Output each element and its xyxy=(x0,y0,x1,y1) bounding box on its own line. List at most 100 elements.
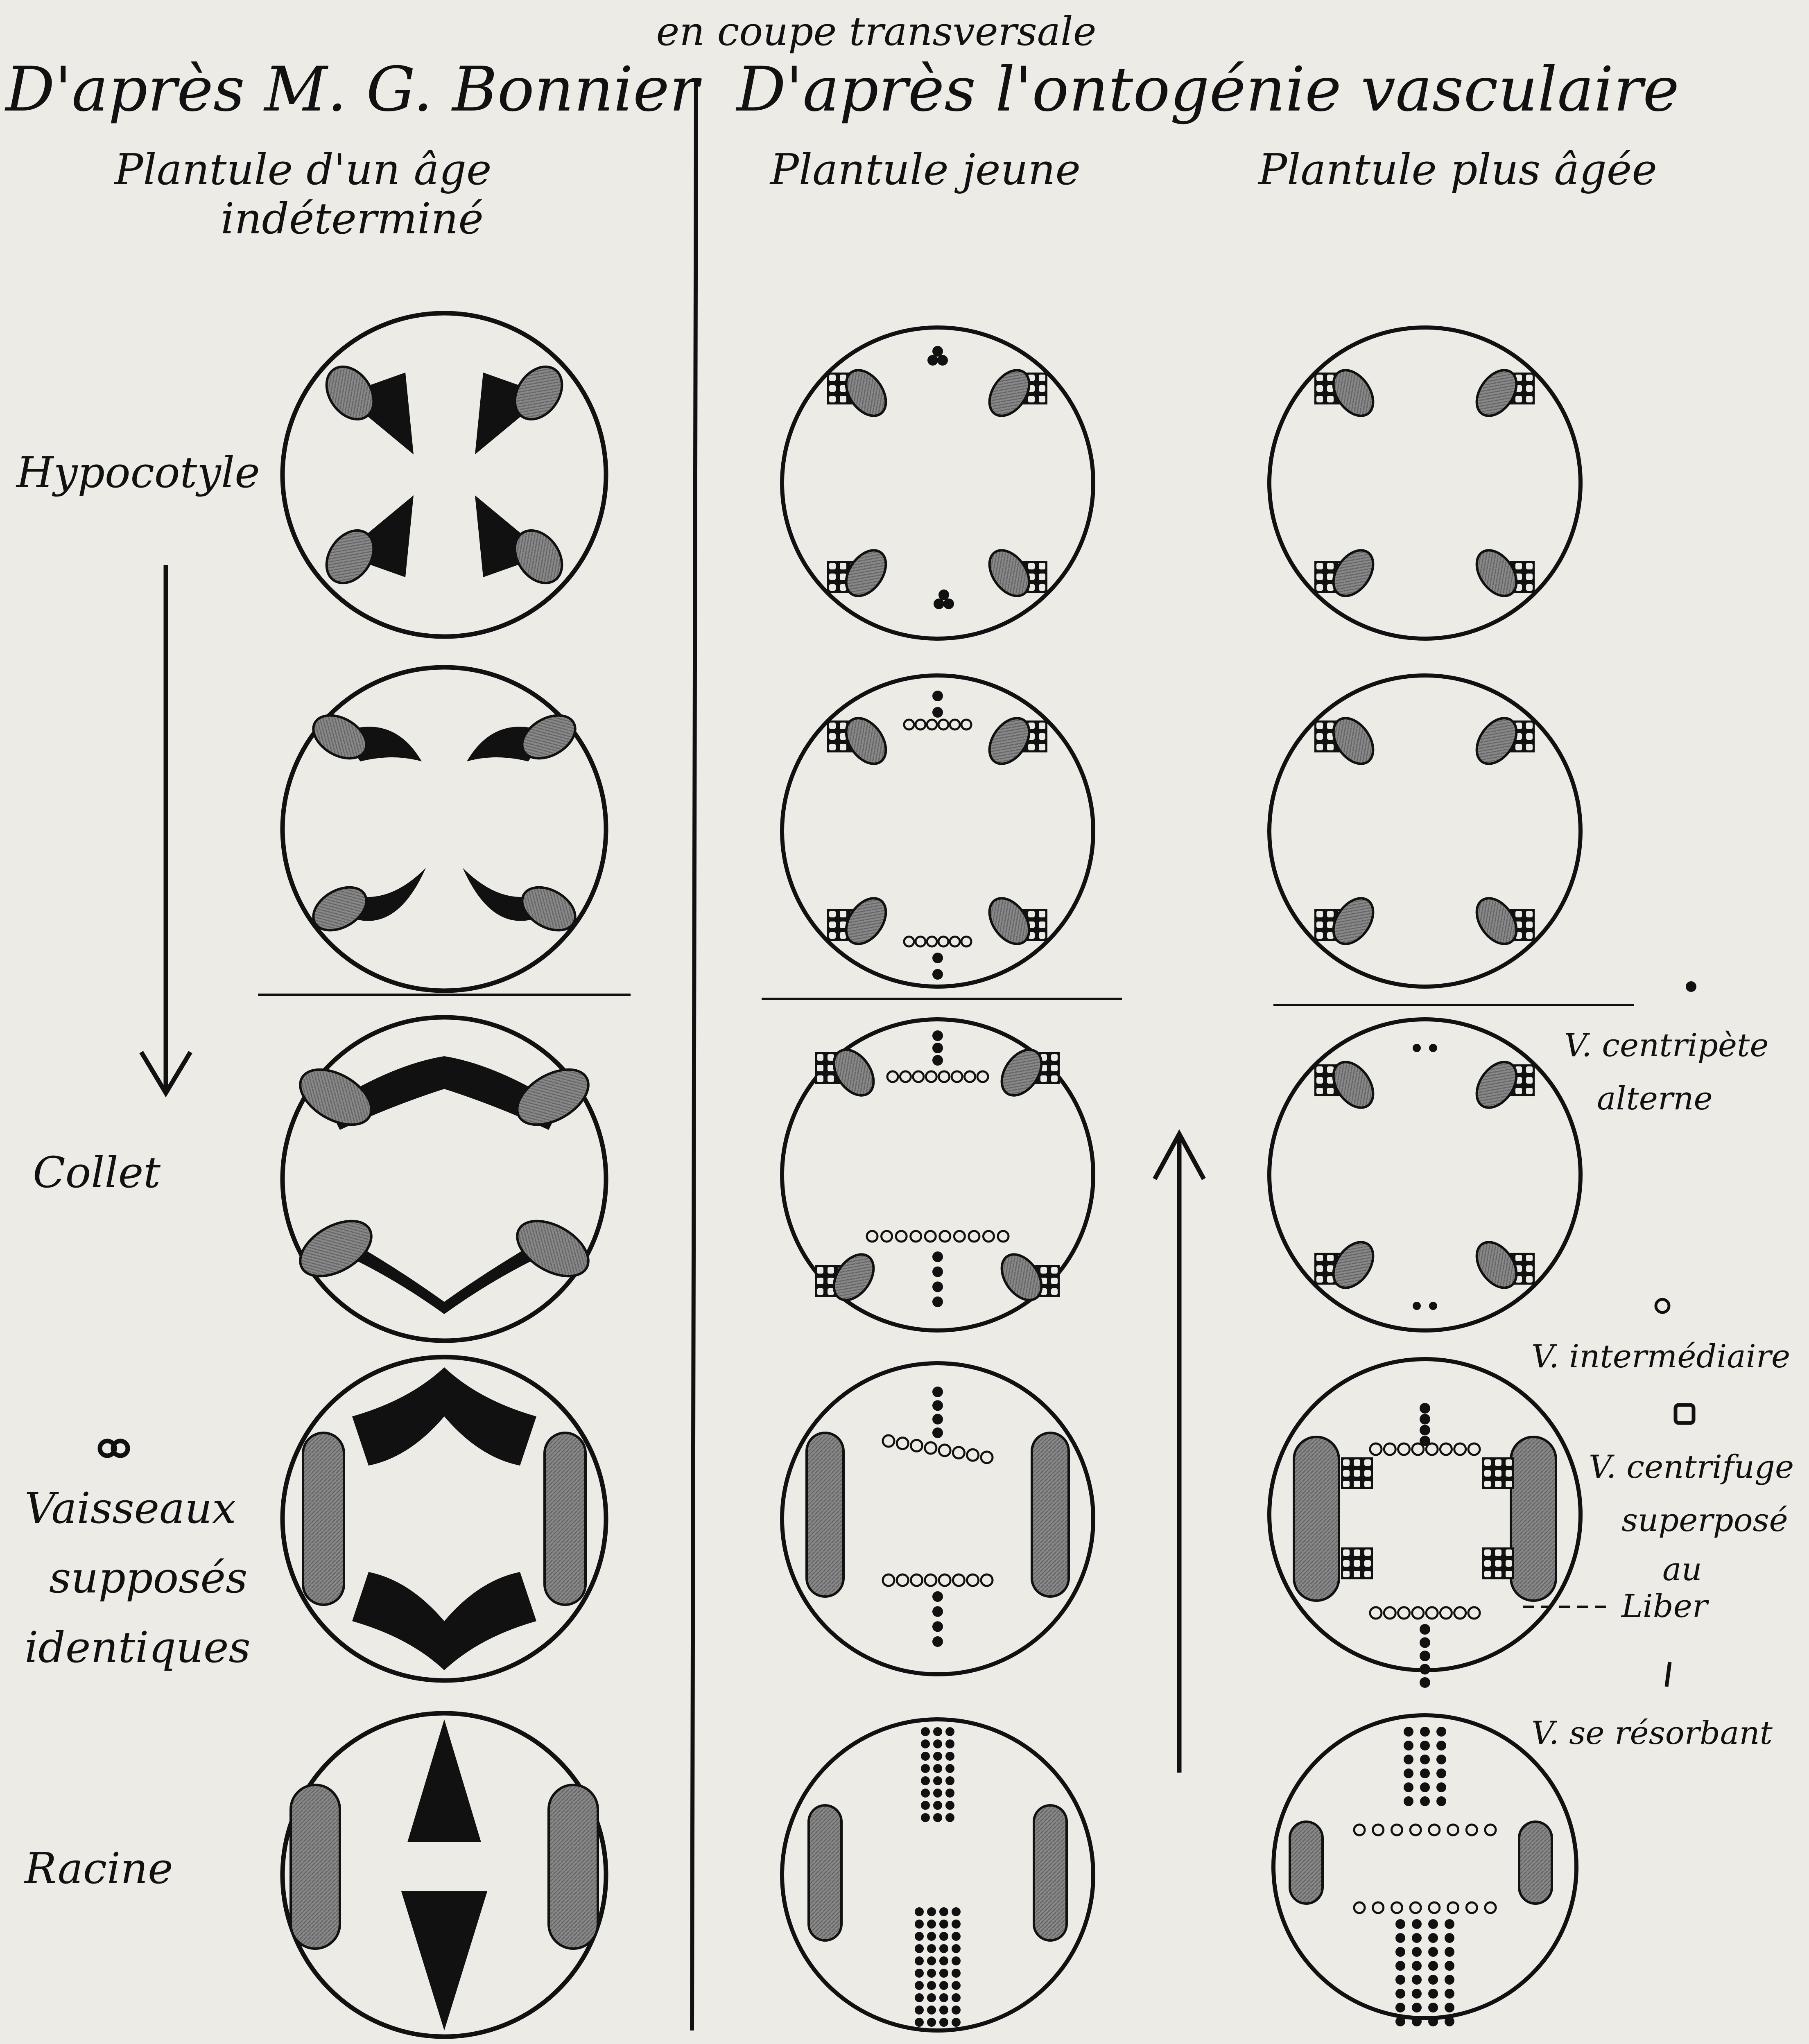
intermediate-vessel xyxy=(897,1438,908,1449)
centrifugal-vessel xyxy=(817,1065,823,1071)
centrifugal-vessel xyxy=(1495,1549,1501,1556)
intermediate-vessel xyxy=(998,1231,1009,1242)
up-arrow-icon xyxy=(1155,1134,1204,1773)
centripetal-vessel xyxy=(939,1907,948,1916)
intermediate-vessel xyxy=(927,720,937,730)
centripetal-vessel xyxy=(952,2006,961,2015)
intermediate-vessel xyxy=(896,1231,907,1242)
centripetal-vessel xyxy=(945,1752,954,1761)
centrifugal-vessel xyxy=(1039,375,1045,381)
centrifugal-vessel xyxy=(1327,396,1334,402)
centripetal-vessel xyxy=(915,1993,924,2002)
centripetal-vessel xyxy=(1420,1403,1430,1414)
centripetal-vessel xyxy=(1404,1796,1413,1806)
centripetal-vessel xyxy=(1420,1782,1430,1792)
centripetal-vessel xyxy=(1436,1741,1446,1750)
centripetal-vessel xyxy=(939,1969,948,1978)
intermediate-vessel xyxy=(911,1440,923,1451)
centripetal-vessel xyxy=(952,1981,961,1990)
intermediate-vessel xyxy=(953,1447,964,1459)
intermediate-vessel xyxy=(1426,1607,1438,1619)
centripetal-vessel xyxy=(1404,1741,1413,1750)
centrifugal-vessel xyxy=(1051,1065,1058,1071)
centripete-symbol-icon xyxy=(1686,981,1696,992)
centrifugal-vessel xyxy=(817,1075,823,1082)
intermediate-vessel xyxy=(897,1574,908,1586)
centripetal-vessel xyxy=(932,1267,943,1277)
centripetal-vessel xyxy=(939,2006,948,2015)
legend-intermediaire: V. intermédiaire xyxy=(1531,1338,1790,1375)
centripetal-vessel xyxy=(1413,1302,1421,1310)
centripetal-vessel xyxy=(932,1251,943,1262)
intermediate-vessel xyxy=(954,1231,965,1242)
centripetal-vessel xyxy=(1428,1947,1438,1957)
centripetal-vessel xyxy=(932,1414,943,1425)
centripetal-vessel xyxy=(1412,1933,1422,1943)
column-label-1b: indéterminé xyxy=(221,194,484,244)
centrifugal-vessel xyxy=(1051,1054,1058,1061)
centripetal-vessel xyxy=(932,346,943,357)
centripetal-vessel xyxy=(1420,1425,1430,1435)
centrifugal-vessel xyxy=(1526,1265,1533,1272)
centrifugal-vessel xyxy=(1028,396,1035,402)
intermediate-vessel xyxy=(1384,1443,1395,1455)
intermediate-vessel xyxy=(925,1231,936,1242)
centripetal-vessel xyxy=(933,1776,942,1785)
centrifugal-vessel xyxy=(1526,911,1533,917)
centrifugal-vessel xyxy=(840,911,846,917)
resorbant-symbol-icon xyxy=(1667,1662,1670,1687)
intermediate-vessel xyxy=(904,937,914,946)
centripetal-vessel xyxy=(915,1944,924,1953)
intermediate-vessel xyxy=(981,1452,993,1463)
centripetal-vessel xyxy=(952,1944,961,1953)
centripetal-vessel xyxy=(952,1920,961,1929)
intermediate-vessel xyxy=(927,937,937,946)
centripetal-vessel xyxy=(945,1764,954,1773)
centrifugal-vessel xyxy=(1354,1560,1360,1567)
intermediate-vessel xyxy=(900,1071,911,1082)
centripetal-vessel xyxy=(1420,1755,1430,1764)
centrifugal-vessel xyxy=(1526,744,1533,750)
intermediate-vessel xyxy=(1412,1607,1424,1619)
centripetal-vessel xyxy=(937,355,948,366)
intermediate-vessel xyxy=(1391,1902,1402,1913)
centrifugal-vessel xyxy=(1316,1265,1323,1272)
intermediate-vessel xyxy=(1412,1443,1424,1455)
left-legend-line1: Vaisseaux xyxy=(25,1483,236,1533)
centripetal-vessel xyxy=(1445,1989,1454,1999)
centrifugal-vessel xyxy=(1028,744,1035,750)
centripetal-vessel xyxy=(932,1621,943,1632)
centrifugal-vessel xyxy=(829,396,836,402)
centrifugal-vessel xyxy=(828,1075,834,1082)
centripetal-vessel xyxy=(927,2006,936,2015)
centripetal-vessel xyxy=(921,1739,930,1748)
centripetal-vessel xyxy=(945,1727,954,1736)
centripetal-vessel xyxy=(927,1932,936,1941)
centripetal-vessel xyxy=(932,707,943,718)
centrifugal-vessel xyxy=(1484,1481,1491,1487)
centrifugal-vessel xyxy=(1364,1560,1371,1567)
intermediate-vessel xyxy=(952,1071,962,1082)
centrifugal-vessel xyxy=(1526,1066,1533,1073)
centripetal-vessel xyxy=(1428,1989,1438,1999)
double-circle-icon xyxy=(100,1441,128,1456)
centrifugal-vessel xyxy=(1484,1571,1491,1577)
centripetal-vessel xyxy=(943,599,954,609)
centripetal-vessel xyxy=(921,1727,930,1736)
centripetal-vessel xyxy=(939,1932,948,1941)
intermediate-vessel xyxy=(961,937,971,946)
heading-left: D'après M. G. Bonnier xyxy=(4,54,702,125)
centripetal-vessel xyxy=(1395,1975,1405,1985)
centripetal-vessel xyxy=(932,1030,943,1041)
intermediate-vessel xyxy=(1448,1825,1459,1835)
centripetal-vessel xyxy=(1428,1919,1438,1929)
legend-centripete: V. centripète xyxy=(1564,1027,1769,1064)
centripetal-vessel xyxy=(932,1636,943,1647)
legend-liber: Liber xyxy=(1621,1588,1710,1625)
intermediate-vessel xyxy=(961,720,971,730)
centrifugal-vessel xyxy=(1316,932,1323,939)
centrifugal-vessel xyxy=(1526,375,1533,381)
centripetal-vessel xyxy=(1420,1768,1430,1778)
centripetal-vessel xyxy=(921,1776,930,1785)
